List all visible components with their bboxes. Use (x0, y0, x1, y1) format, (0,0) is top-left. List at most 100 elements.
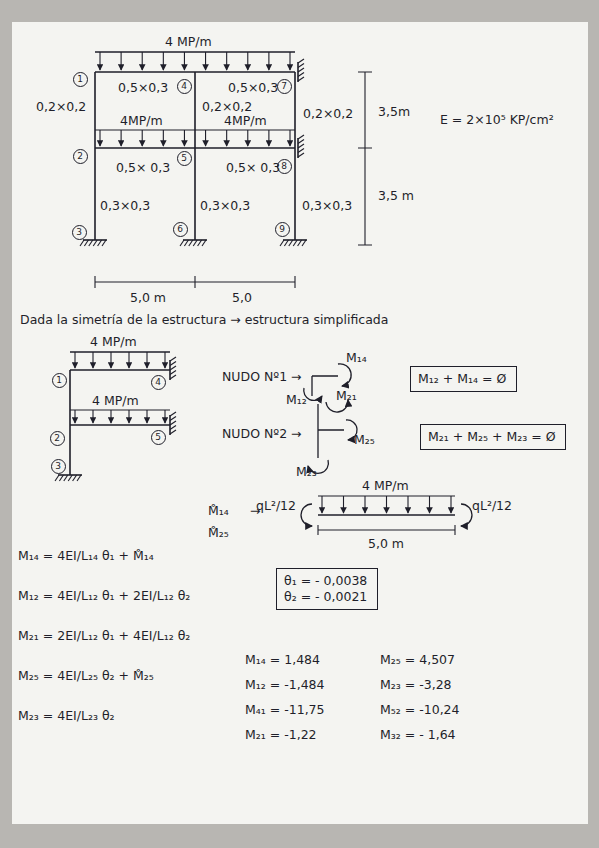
hatch-stroke (298, 64, 304, 68)
annotation: M₂₁ = 2EI/L₁₂ θ₁ + 4EI/L₁₂ θ₂ (18, 628, 190, 643)
hatch-stroke (298, 135, 304, 139)
support-hatching (55, 59, 307, 481)
load-arrow (128, 352, 129, 368)
annotation: M₁₄ = 1,484 (245, 652, 320, 667)
equation-text: M₂₁ + M₂₅ + M₂₃ = Ø (428, 429, 556, 445)
equation-box: M₂₁ + M₂₅ + M₂₃ = Ø (420, 424, 566, 450)
node-number: 5 (181, 153, 187, 163)
hatch-stroke (298, 153, 304, 157)
load-arrow (142, 52, 143, 70)
fixed-support (58, 474, 82, 476)
annotation: 0,5×0,3 (228, 80, 278, 95)
load-arrow (110, 410, 111, 423)
node-number-circle: 6 (173, 222, 188, 237)
annotation: 3,5 m (378, 188, 414, 203)
hatch-stroke (302, 240, 306, 246)
hatch-stroke (298, 149, 304, 153)
node-number: 8 (281, 161, 287, 171)
load-arrow (407, 496, 408, 513)
annotation: M̊₁₄ (208, 503, 229, 518)
annotation: 0,3×0,3 (302, 198, 352, 213)
node-number: 4 (155, 377, 161, 387)
load-arrow (429, 496, 430, 513)
hatch-stroke (170, 412, 176, 416)
hatch-stroke (298, 68, 304, 72)
equation-text: M₁₂ + M₁₄ = Ø (418, 371, 506, 387)
load-arrow (164, 410, 165, 423)
load-arrow (247, 130, 248, 146)
load-arrow (268, 130, 269, 146)
fixed-support (283, 239, 307, 241)
hatch-stroke (298, 140, 304, 144)
annotation: 0,3×0,3 (100, 198, 150, 213)
annotation: M₁₄ = 4EI/L₁₄ θ₁ + M̊₁₄ (18, 548, 154, 563)
load-arrow (226, 130, 227, 146)
hatch-stroke (170, 430, 176, 434)
load-arrow (74, 410, 75, 423)
hatch-stroke (180, 240, 184, 246)
node-number: 3 (55, 461, 61, 471)
annotation: 5,0 m (368, 536, 404, 551)
hatch-stroke (202, 240, 206, 246)
node-number-circle: 7 (277, 79, 292, 94)
load-arrow (184, 52, 185, 70)
annotation: NUDO Nº1 → (222, 369, 302, 384)
load-arrow (450, 496, 451, 513)
hatch-stroke (170, 375, 176, 379)
node-number: 1 (56, 375, 62, 385)
load-arrow (92, 410, 93, 423)
hatch-stroke (184, 240, 188, 246)
node-number: 1 (77, 74, 83, 84)
node-number-circle: 2 (73, 149, 88, 164)
annotation: 4MP/m (120, 113, 163, 128)
annotation: qL²/12 (472, 498, 512, 513)
equation-text: θ₁ = - 0,0038 (284, 573, 367, 589)
annotation: M₂₅ (354, 432, 375, 447)
equation-box: M₁₂ + M₁₄ = Ø (410, 366, 517, 392)
hatch-stroke (298, 77, 304, 81)
hatch-stroke (284, 240, 288, 246)
annotation: M₃₂ = - 1,64 (380, 727, 456, 742)
fixed-support (183, 239, 207, 241)
node-number: 4 (181, 81, 187, 91)
hatch-stroke (170, 362, 176, 366)
load-arrow (142, 130, 143, 146)
load-arrow (289, 130, 290, 146)
annotation: 0,3×0,3 (200, 198, 250, 213)
load-arrow (364, 496, 365, 513)
annotation: M₂₅ = 4EI/L₂₅ θ₂ + M̊₂₅ (18, 668, 154, 683)
annotation: qL²/12 (256, 498, 296, 513)
hatch-stroke (73, 475, 77, 481)
annotation: 4 MP/m (92, 393, 139, 408)
annotation: 4 MP/m (165, 34, 212, 49)
node-number: 6 (177, 224, 183, 234)
annotation: M₁₂ = -1,484 (245, 677, 325, 692)
node-number-circle: 2 (50, 431, 65, 446)
hatch-stroke (170, 426, 176, 430)
hatch-stroke (298, 59, 304, 63)
annotation: M₄₁ = -11,75 (245, 702, 325, 717)
hatch-stroke (102, 240, 106, 246)
node-number-circle: 4 (177, 79, 192, 94)
hatch-stroke (189, 240, 193, 246)
node-number: 9 (279, 224, 285, 234)
hatch-stroke (68, 475, 72, 481)
node-number: 7 (281, 81, 287, 91)
load-arrow (164, 352, 165, 368)
hatch-stroke (59, 475, 63, 481)
load-arrow (110, 352, 111, 368)
annotation: M̊₂₅ (208, 525, 229, 540)
load-arrow (128, 410, 129, 423)
hatch-stroke (84, 240, 88, 246)
node-number: 3 (76, 227, 82, 237)
hatch-stroke (289, 240, 293, 246)
annotation: NUDO Nº2 → (222, 426, 302, 441)
annotation: 0,5× 0,3 (116, 160, 170, 175)
hatch-stroke (298, 240, 302, 246)
load-arrow (226, 52, 227, 70)
annotation: 3,5m (378, 104, 410, 119)
load-arrow (99, 52, 100, 70)
hatch-stroke (170, 366, 176, 370)
hatch-stroke (170, 357, 176, 361)
